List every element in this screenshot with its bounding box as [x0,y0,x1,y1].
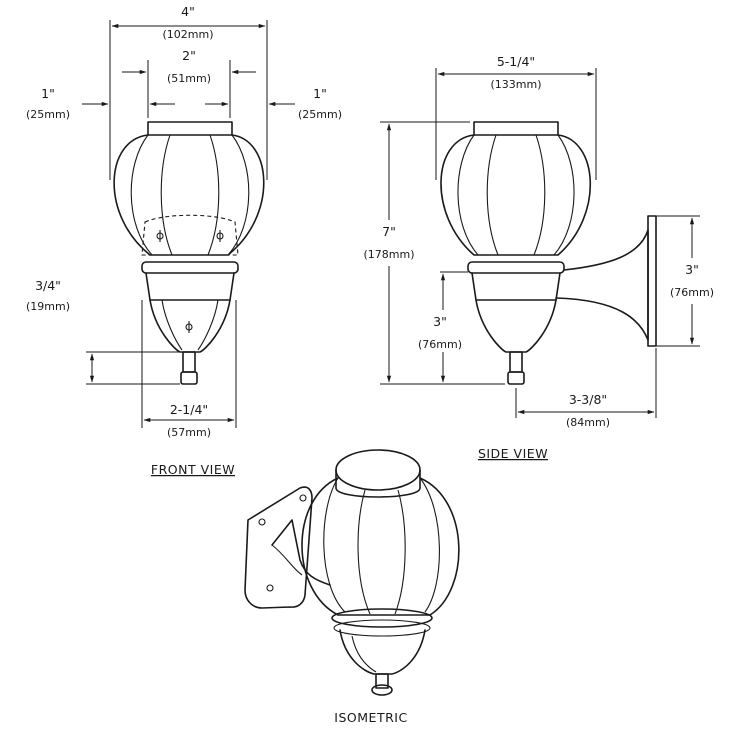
side-collar [467,261,565,274]
side-dim-lower-label-bg [418,310,468,352]
side-dim-height-label-bg [368,220,412,266]
side-dim-overall-height-mm: (178mm) [363,248,414,261]
front-rib-right [207,134,220,256]
side-dim-overall-width-mm: (133mm) [490,78,541,91]
iso-bowl [339,629,426,675]
iso-hole-right [299,494,307,502]
front-rib-left [160,134,173,256]
side-cap [473,121,559,136]
side-view: 5-1/4" (133mm) 7" (178mm) 3" (76mm) 3" (… [363,54,724,461]
front-dim-nozzle-height-mm: (19mm) [26,300,70,313]
front-dim-base-width-mm: (57mm) [167,426,211,439]
front-dim-left-offset-in: 1" [41,86,55,101]
front-globe [113,134,265,256]
iso-rib-1 [323,477,346,613]
front-bowl-line-right [197,299,219,351]
front-dim-nozzle-height-in: 3/4" [35,278,61,293]
front-screw-right [216,230,224,242]
iso-nozzle-tip [371,684,393,696]
iso-bowl-line [351,635,377,673]
side-rib-outer-right [553,134,575,256]
iso-rib-2 [357,489,371,615]
front-dim-left-offset-mm: (25mm) [26,108,70,121]
front-dim-base-width-in: 2-1/4" [170,402,208,417]
iso-bracket-arm [271,519,331,586]
front-dim-overall-width-in: 4" [181,4,195,19]
iso-hole-top [258,518,266,526]
front-cap [147,121,233,136]
side-bowl [475,299,557,353]
side-nozzle-tip [507,371,525,385]
side-dim-projection-in: 3-3/8" [569,392,607,407]
side-dim-overall-width-in: 5-1/4" [497,54,535,69]
side-globe [440,134,592,256]
front-dim-top-width-in: 2" [182,48,196,63]
front-nozzle-tip [180,371,198,385]
front-dim-right-offset-mm: (25mm) [298,108,342,121]
front-nozzle [182,351,196,373]
side-dim-lower-height-mm: (76mm) [418,338,462,351]
iso-rib-3 [394,489,406,615]
front-bowl-line-left [161,299,183,351]
iso-collar-lower [333,619,431,637]
side-view-title: SIDE VIEW [478,446,548,461]
isometric-title: ISOMETRIC [334,710,407,725]
iso-bracket-edge [271,544,303,576]
front-view: 4" (102mm) 2" (51mm) 1" (25mm) 1" (25mm)… [26,4,342,477]
side-dim-lower-height-in: 3" [433,314,447,329]
iso-hole-bottom [266,584,274,592]
side-dim-bracket-height-in: 3" [685,262,699,277]
side-rib-outer-left [457,134,479,256]
side-wall-plate [647,215,657,347]
front-view-title: FRONT VIEW [151,462,235,477]
iso-rib-4 [419,477,440,613]
side-dim-overall-height-in: 7" [382,224,396,239]
front-dim-top-width-mm: (51mm) [167,72,211,85]
front-lower-band [145,272,235,301]
front-dim-right-offset-in: 1" [313,86,327,101]
side-nozzle [509,351,523,373]
front-screw-left [156,230,164,242]
front-collar [141,261,239,274]
side-rib-right [533,134,546,256]
front-dim-overall-width-mm: (102mm) [162,28,213,41]
front-rib-outer-right [227,134,250,256]
iso-collar [331,608,433,628]
iso-cap-side [335,469,421,498]
iso-cap-top [335,449,421,491]
side-dim-bracket-height-mm: (76mm) [670,286,714,299]
front-rib-outer-left [130,134,153,256]
front-hidden-plate [141,214,239,256]
iso-wall-plate [244,486,313,609]
side-bracket-arm [555,229,649,341]
iso-nozzle [375,673,389,689]
front-bowl [149,299,231,353]
side-rib-left [486,134,499,256]
side-dim-projection-mm: (84mm) [566,416,610,429]
side-dim-bracket-label-bg [666,258,724,304]
isometric-view: ISOMETRIC [244,449,460,725]
iso-globe [301,477,460,616]
side-lower-band [471,272,561,301]
front-screw-bottom [185,321,193,333]
